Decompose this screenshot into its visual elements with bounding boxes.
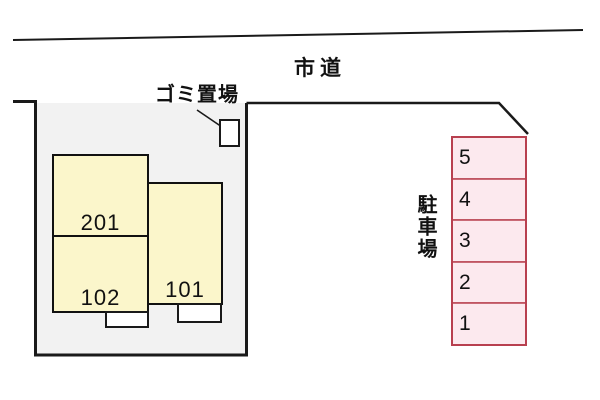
entrance-porch-102 <box>105 311 149 328</box>
parking-lot-outline <box>451 136 527 346</box>
room-201-label: 201 <box>80 210 121 235</box>
road-label: 市道 <box>294 57 346 80</box>
property-boundary <box>13 100 248 357</box>
room-102-shape <box>52 235 149 313</box>
parking-space-3-label: 3 <box>459 229 471 252</box>
garbage-box <box>219 119 240 147</box>
parking-space-5-label: 5 <box>459 146 471 169</box>
parking-space-2-label: 2 <box>459 270 471 294</box>
garbage-leader-line <box>196 109 223 128</box>
road-edge-line <box>12 29 584 41</box>
parking-space-4-label: 4 <box>459 187 471 211</box>
room-101-label: 101 <box>165 277 205 302</box>
parking-lot-label: 駐車場 <box>414 194 436 260</box>
entrance-porch-101 <box>177 303 222 323</box>
room-101-shape <box>147 182 223 305</box>
right-parcel-boundary <box>246 101 529 135</box>
room-201-shape <box>52 154 149 237</box>
room-102-label: 102 <box>80 285 121 310</box>
parking-space-1-label: 1 <box>459 312 471 335</box>
garbage-area-label: ゴミ置場 <box>155 84 239 106</box>
